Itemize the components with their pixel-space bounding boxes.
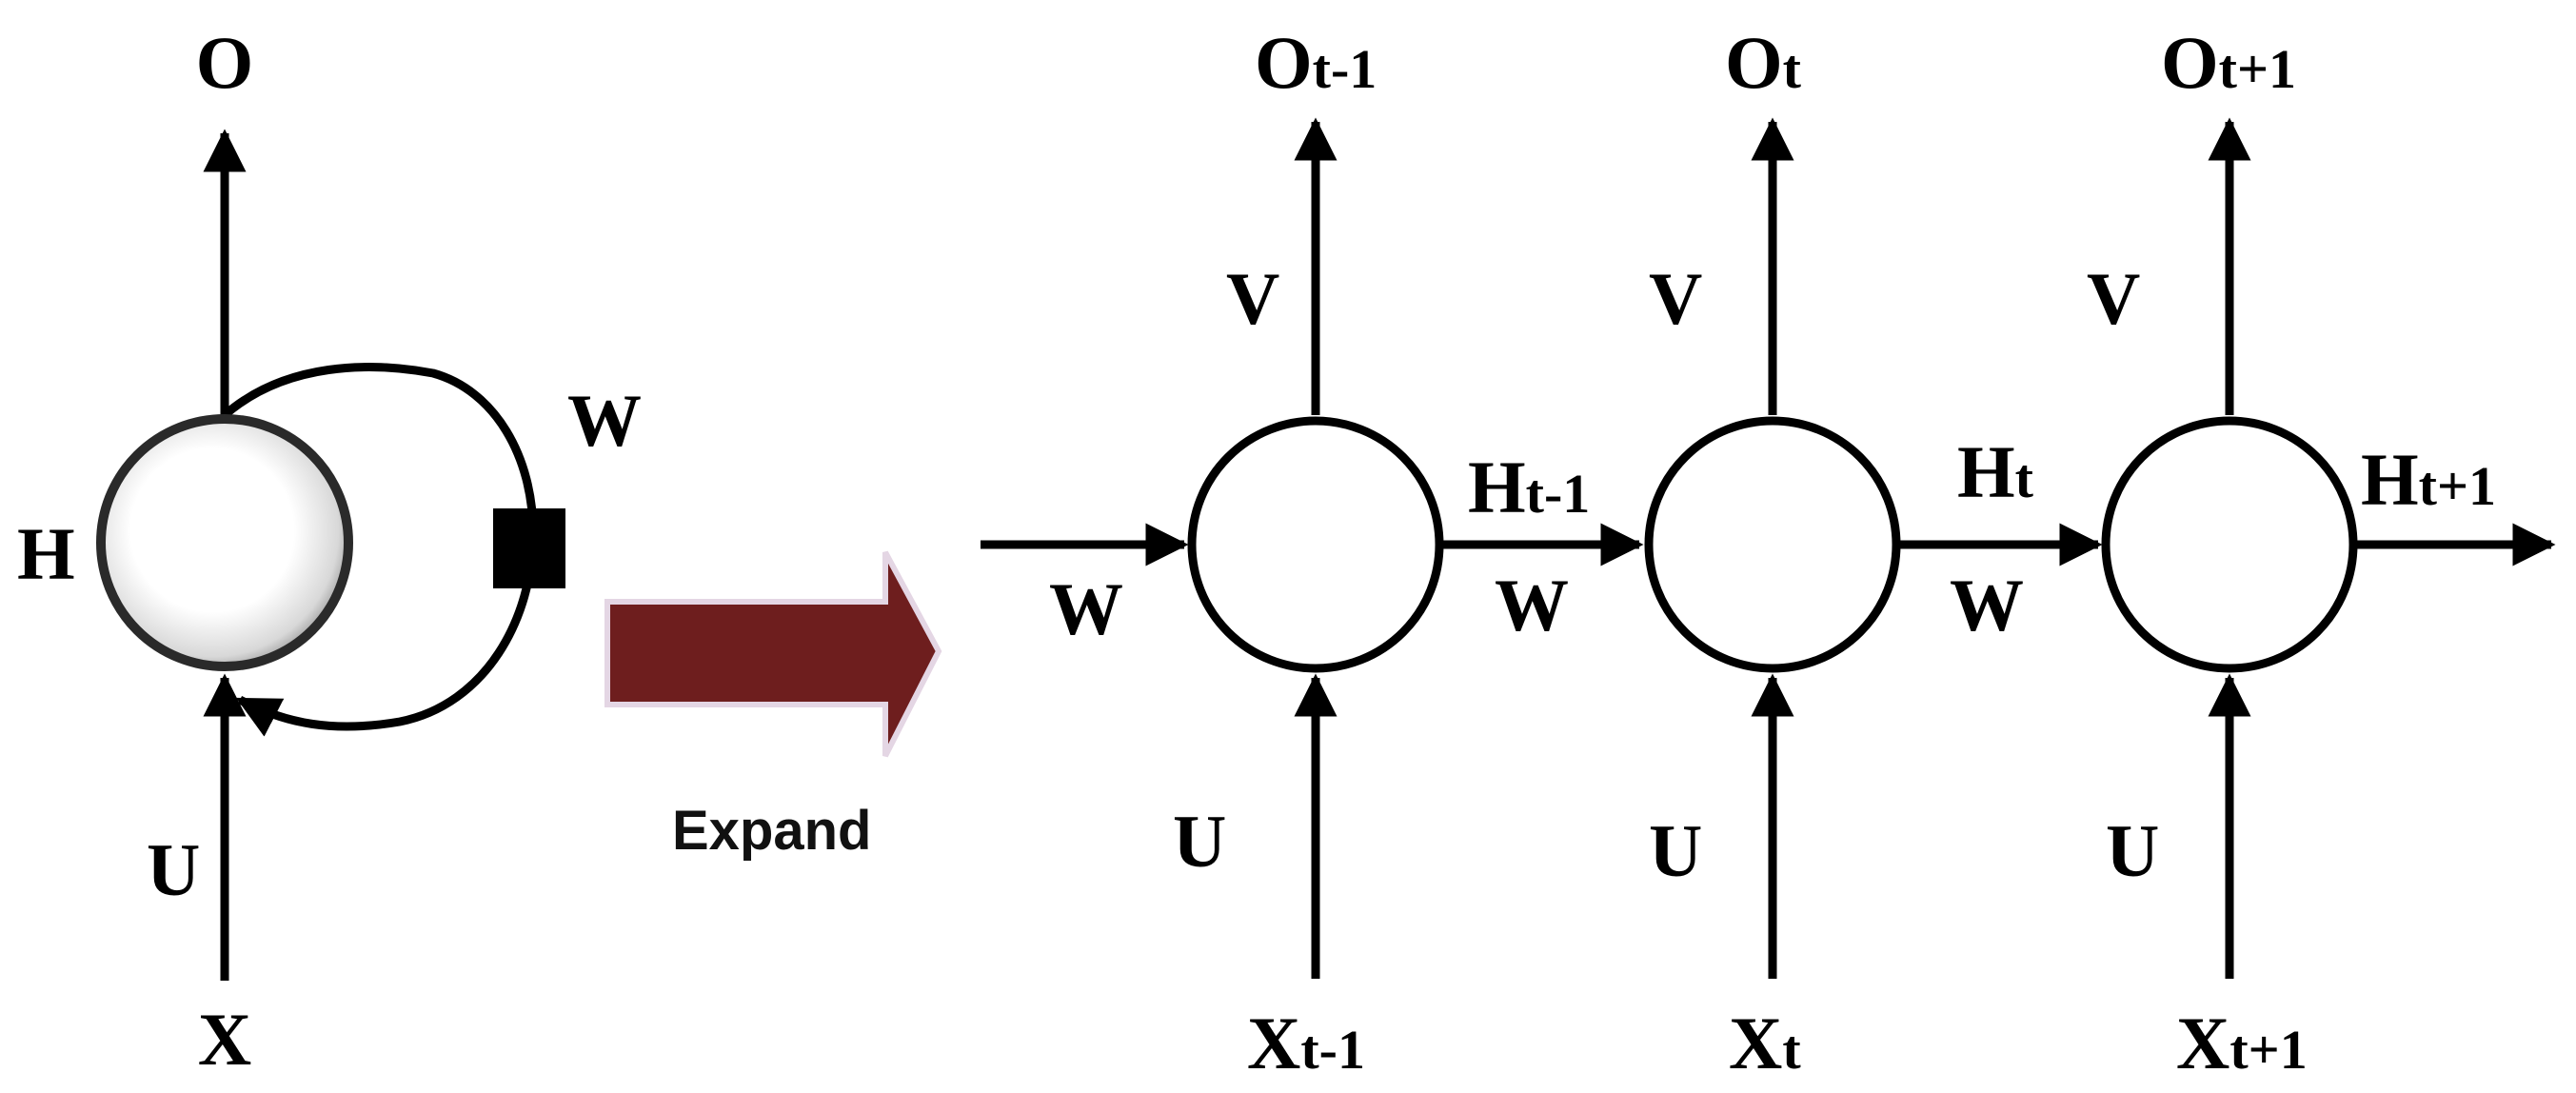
expand-arrow-icon — [604, 550, 942, 758]
unrolled-rnn: W Ot-1 V U Xt-1 Ht-1 W Ot V U Xt Ht W — [981, 21, 2556, 1084]
output-label: Ot+1 — [2161, 21, 2296, 104]
step-t-plus-1: Ot+1 V U Xt+1 Ht+1 — [2087, 21, 2556, 1084]
step-t: Ot V U Xt Ht W — [1644, 21, 2103, 1084]
output-label: Ot-1 — [1255, 21, 1377, 104]
hidden-state-label: Ht-1 — [1468, 446, 1590, 528]
input-label: Xt+1 — [2176, 1002, 2308, 1084]
v-label: V — [1649, 257, 1702, 340]
w-label: W — [1950, 564, 2024, 646]
initial-w-label: W — [1049, 567, 1123, 650]
hidden-node — [1644, 416, 1901, 673]
v-label: V — [2087, 257, 2140, 340]
expand-indicator: Expand — [604, 550, 942, 862]
w-label: W — [1495, 564, 1569, 646]
hidden-state-label: Ht+1 — [2361, 438, 2496, 521]
folded-input-weight-label: U — [147, 828, 200, 911]
hidden-node — [2101, 416, 2358, 673]
u-label: U — [1649, 809, 1702, 892]
input-label: Xt — [1729, 1002, 1801, 1084]
hidden-state-label: Ht — [1957, 430, 2034, 513]
folded-hidden-node — [96, 414, 353, 671]
folded-recurrent-weight-label: W — [567, 379, 642, 462]
folded-input-label: X — [198, 998, 251, 1081]
delay-box — [493, 508, 565, 588]
folded-output-label: O — [196, 21, 254, 104]
folded-hidden-label: H — [17, 512, 75, 595]
u-label: U — [2106, 809, 2159, 892]
output-label: Ot — [1725, 21, 1802, 104]
expand-label: Expand — [672, 800, 872, 862]
step-t-minus-1: Ot-1 V U Xt-1 Ht-1 W — [1173, 21, 1644, 1084]
v-label: V — [1226, 257, 1279, 340]
input-label: Xt-1 — [1247, 1002, 1365, 1084]
u-label: U — [1173, 800, 1226, 883]
hidden-node — [1187, 416, 1444, 673]
folded-rnn: O H X U W — [17, 21, 642, 1081]
